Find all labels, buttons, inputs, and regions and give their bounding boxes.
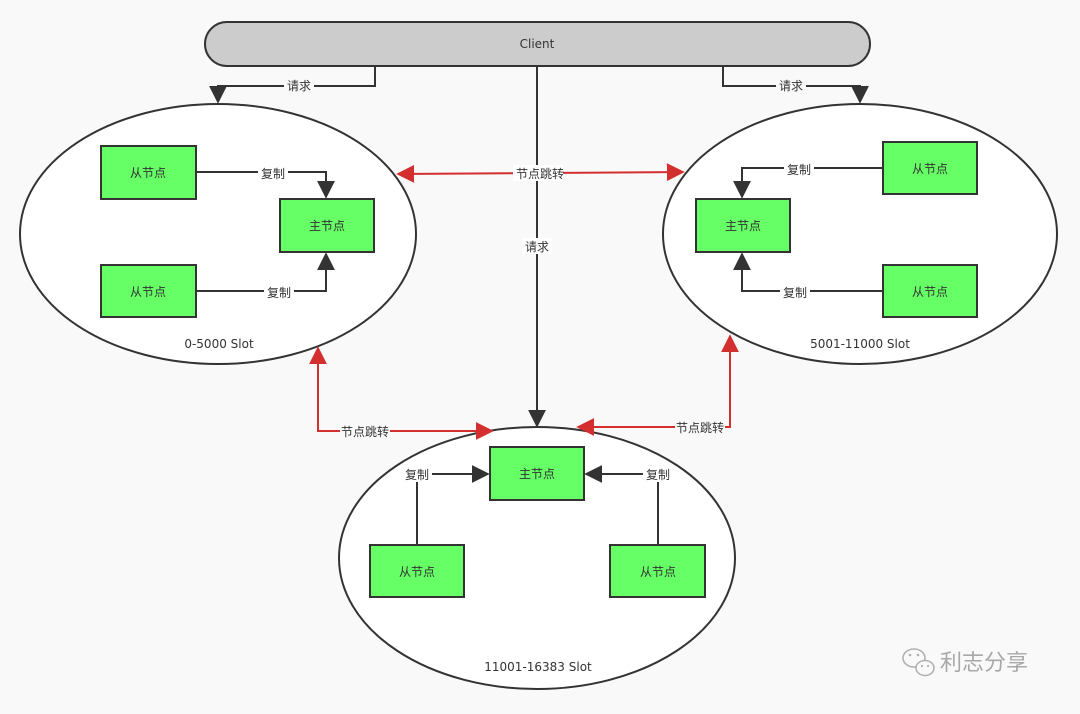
wechat-icon	[902, 648, 935, 677]
slave-node-label: 从节点	[912, 162, 948, 176]
request-label-right: 请求	[779, 79, 803, 93]
slot-label-right: 5001-11000 Slot	[810, 337, 910, 351]
replicate-label-bg	[780, 284, 810, 300]
slave-node-label: 从节点	[130, 285, 166, 299]
replicate-label-bg	[643, 466, 673, 482]
replicate-line-right-bottom	[733, 252, 883, 292]
slave-node-label: 从节点	[912, 285, 948, 299]
watermark-text: 利志分享	[940, 651, 1028, 676]
replicate-label-bg	[784, 161, 814, 177]
master-node-right	[695, 198, 791, 253]
slave-node-label: 从节点	[640, 565, 676, 579]
slave-node-bottom-left	[369, 544, 465, 598]
master-node-left	[279, 198, 375, 253]
slave-node-bottom-right	[609, 544, 706, 598]
slave-node-left-bottom	[100, 264, 197, 318]
jump-label-right: 节点跳转	[676, 420, 724, 435]
jump-arrow-left	[309, 346, 494, 440]
request-label-center: 请求	[525, 240, 549, 254]
replicate-label-bg	[258, 165, 288, 181]
replicate-label: 复制	[646, 468, 670, 482]
slave-node-label: 从节点	[399, 565, 435, 579]
replicate-label: 复制	[787, 163, 811, 177]
slave-node-right-top	[882, 141, 978, 195]
replicate-label: 复制	[783, 286, 807, 300]
slot-label-left: 0-5000 Slot	[184, 337, 254, 351]
slave-node-label: 从节点	[130, 166, 166, 180]
master-node-label: 主节点	[519, 467, 555, 481]
request-label-bg-center	[522, 238, 552, 254]
jump-label-left: 节点跳转	[341, 424, 389, 439]
replicate-label: 复制	[405, 468, 429, 482]
master-node-label: 主节点	[309, 219, 345, 233]
master-node-bottom	[489, 446, 585, 501]
client-label: Client	[520, 37, 555, 51]
request-label-bg-right	[776, 77, 806, 93]
replicate-label-bg	[402, 466, 432, 482]
replicate-line-right-top	[733, 167, 883, 199]
master-node-label: 主节点	[725, 219, 761, 233]
replicate-label: 复制	[261, 167, 285, 181]
jump-arrow-right	[576, 334, 739, 436]
jump-label-bg-left	[340, 423, 390, 439]
replicate-label-bg	[264, 284, 294, 300]
request-label-bg-left	[284, 77, 314, 93]
replicate-line-left-top	[196, 171, 335, 199]
jump-label-top: 节点跳转	[516, 166, 564, 181]
slave-node-left-top	[100, 145, 197, 200]
jump-label-bg-top	[513, 165, 563, 181]
replicate-line-left-bottom	[196, 252, 335, 292]
slot-label-bottom: 11001-16383 Slot	[484, 660, 592, 674]
jump-label-bg-right	[675, 419, 725, 435]
replicate-label: 复制	[267, 286, 291, 300]
request-label-left: 请求	[287, 79, 311, 93]
